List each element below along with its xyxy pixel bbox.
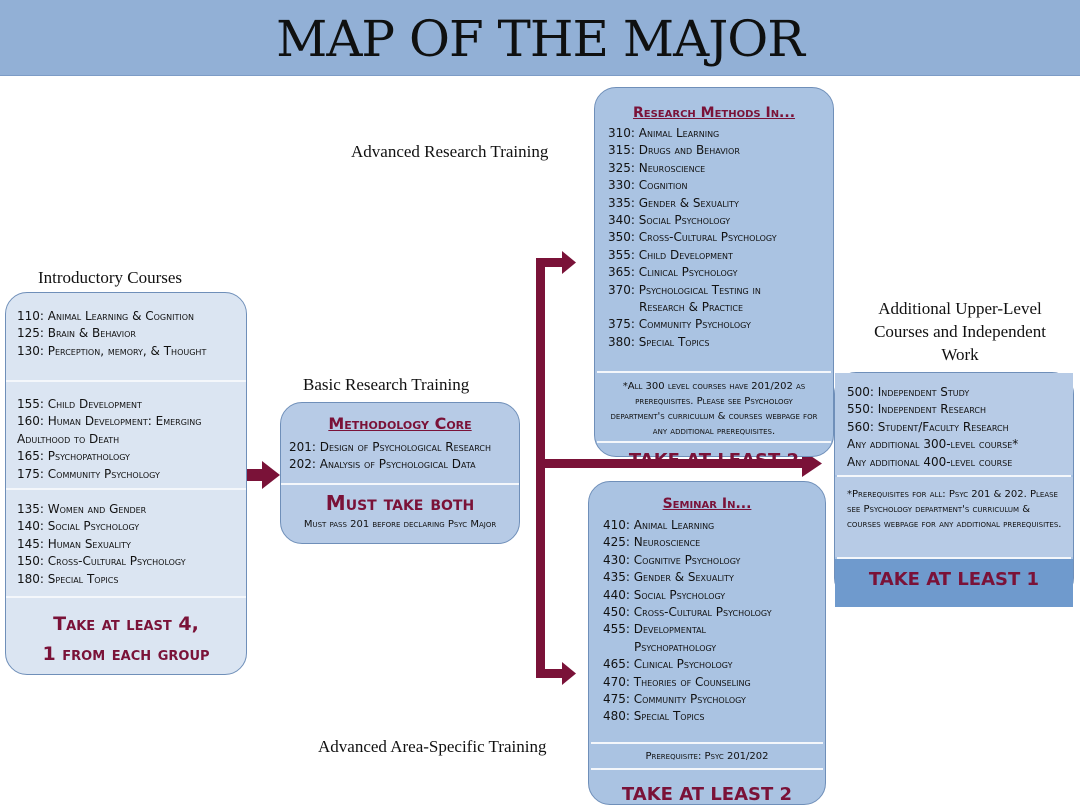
list-item: 560: Student/Faculty Research — [847, 419, 1009, 434]
title-banner: MAP OF THE MAJOR — [0, 0, 1080, 76]
additional-courses-box: 500: Independent Study 550: Independent … — [834, 372, 1074, 607]
list-item: 350: Cross-Cultural Psychology — [608, 230, 777, 245]
list-item: 355: Child Development — [608, 247, 733, 262]
intro-group-3: 135: Women and Gender 140: Social Psycho… — [6, 490, 246, 596]
list-item: 550: Independent Research — [847, 402, 987, 417]
additional-note: *Prerequisites for all: Psyc 201 & 202. … — [835, 477, 1073, 557]
list-item: 365: Clinical Psychology — [608, 265, 738, 280]
introductory-courses-box: 110: Animal Learning & Cognition 125: Br… — [5, 292, 247, 675]
research-note: *All 300 level courses have 201/202 as p… — [610, 381, 818, 437]
requirement-line: 1 from each group — [42, 643, 210, 665]
research-methods-box: Research Methods In... 310: Animal Learn… — [594, 87, 834, 471]
methodology-requirement: Must take both — [325, 491, 475, 515]
box-divider — [837, 475, 1071, 477]
seminar-note: Prerequisite: Psyc 201/202 — [645, 751, 769, 762]
requirement-line: Take at least 4, — [53, 613, 199, 635]
intro-group-1: 110: Animal Learning & Cognition 125: Br… — [6, 293, 246, 380]
box-title: Seminar In... — [662, 496, 752, 512]
additional-requirement: TAKE AT LEAST 1 — [835, 559, 1073, 607]
page-title: MAP OF THE MAJOR — [276, 10, 805, 68]
list-item: 201: Design of Psychological Research — [289, 440, 491, 454]
list-item: 455: Developmental — [603, 622, 707, 637]
group-divider — [6, 488, 246, 490]
list-item: 330: Cognition — [608, 178, 688, 193]
arrow-trunk — [536, 258, 545, 678]
heading-basic-research: Basic Research Training — [303, 375, 470, 394]
heading-introductory: Introductory Courses — [38, 268, 183, 287]
list-item: 410: Animal Learning — [603, 518, 715, 532]
list-item: 202: Analysis of Psychological Data — [289, 457, 476, 472]
list-item: Any additional 300-level course* — [847, 437, 1019, 452]
methodology-list: 201: Design of Psychological Research 20… — [281, 433, 519, 483]
list-item: 150: Cross-Cultural Psychology — [17, 554, 186, 569]
heading-advanced-research: Advanced Research Training — [351, 142, 549, 161]
list-item: 435: Gender & Sexuality — [603, 570, 734, 585]
list-item: 310: Animal Learning — [608, 126, 720, 140]
arrow-intro-to-basic — [244, 469, 264, 481]
box-title: Methodology Core — [328, 414, 472, 433]
list-item: 340: Social Psychology — [608, 213, 731, 228]
research-requirement: TAKE AT LEAST 2 — [628, 450, 800, 471]
list-item: 375: Community Psychology — [608, 317, 751, 332]
list-item: 130: Perception, memory, & Thought — [17, 343, 207, 358]
box-divider — [837, 557, 1071, 559]
list-item: 430: Cognitive Psychology — [603, 552, 741, 567]
research-methods-list: 310: Animal Learning 315: Drugs and Beha… — [595, 121, 833, 371]
list-item: 370: Psychological Testing in — [608, 282, 761, 297]
box-title: Research Methods In... — [632, 105, 796, 121]
box-divider — [281, 483, 519, 485]
methodology-note: Must pass 201 before declaring Psyc Majo… — [303, 519, 497, 530]
arrowhead-to-research — [562, 251, 576, 274]
seminar-requirement: TAKE AT LEAST 2 — [621, 784, 793, 805]
list-item: 125: Brain & Behavior — [17, 326, 136, 341]
list-item: 325: Neuroscience — [608, 160, 706, 175]
list-item: Research & Practice — [639, 300, 744, 315]
list-item: 480: Special Topics — [603, 709, 705, 724]
list-item: 155: Child Development — [17, 397, 142, 411]
list-item: Psychopathology — [634, 639, 717, 654]
arrowhead-to-seminar — [562, 662, 576, 685]
group-divider — [6, 596, 246, 598]
heading-advanced-area: Advanced Area-Specific Training — [318, 737, 547, 756]
list-item: 315: Drugs and Behavior — [608, 143, 740, 158]
methodology-core-box: Methodology Core 201: Design of Psycholo… — [280, 402, 520, 544]
list-item: 450: Cross-Cultural Psychology — [603, 605, 772, 620]
list-item: 465: Clinical Psychology — [603, 657, 733, 672]
list-item: 425: Neuroscience — [603, 535, 701, 550]
additional-list: 500: Independent Study 550: Independent … — [835, 373, 1073, 475]
box-divider — [591, 768, 823, 770]
list-item: 165: Psychopathology — [17, 449, 130, 464]
list-item: 160: Human Development: Emerging Adultho… — [17, 414, 202, 446]
list-item: 140: Social Psychology — [17, 519, 140, 534]
list-item: 500: Independent Study — [847, 385, 970, 399]
seminar-list: 410: Animal Learning 425: Neuroscience 4… — [589, 512, 825, 742]
list-item: 380: Special Topics — [608, 334, 710, 349]
list-item: 335: Gender & Sexuality — [608, 195, 739, 210]
heading-additional: Additional Upper-Level Courses and Indep… — [874, 299, 1046, 364]
box-divider — [597, 371, 831, 373]
intro-requirement: Take at least 4, 1 from each group — [6, 598, 246, 669]
list-item: 470: Theories of Counseling — [603, 674, 751, 689]
seminar-box: Seminar In... 410: Animal Learning 425: … — [588, 481, 826, 805]
box-divider — [591, 742, 823, 744]
arrowhead-intro-to-basic — [262, 461, 280, 489]
list-item: 135: Women and Gender — [17, 502, 147, 516]
box-divider — [597, 441, 831, 443]
list-item: Any additional 400-level course — [847, 454, 1013, 469]
list-item: 145: Human Sexuality — [17, 536, 131, 551]
arrow-to-research — [536, 258, 566, 267]
list-item: 110: Animal Learning & Cognition — [17, 309, 194, 323]
arrow-to-seminar — [536, 669, 566, 678]
list-item: 175: Community Psychology — [17, 466, 160, 481]
list-item: 180: Special Topics — [17, 571, 119, 586]
group-divider — [6, 380, 246, 382]
list-item: 440: Social Psychology — [603, 587, 726, 602]
intro-group-2: 155: Child Development 160: Human Develo… — [6, 382, 246, 488]
list-item: 475: Community Psychology — [603, 692, 746, 707]
